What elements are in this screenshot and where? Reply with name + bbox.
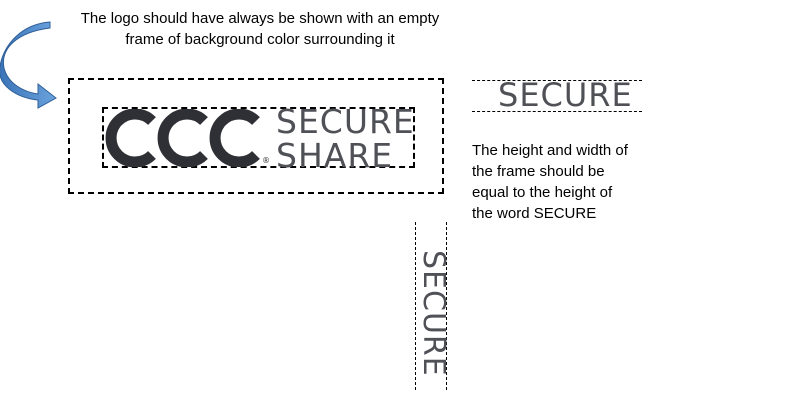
width-guide-left xyxy=(415,222,416,390)
instruction-note-top: The logo should have always be shown wit… xyxy=(80,10,440,48)
curved-arrow-icon xyxy=(0,21,57,109)
inner-logo-frame xyxy=(102,107,415,168)
secure-width-sample: SECURE xyxy=(416,250,451,377)
instruction-note-right: The height and width of the frame should… xyxy=(472,142,628,222)
logo-word-secure: SECURE xyxy=(276,102,415,141)
secure-height-sample: SECURE xyxy=(498,76,633,114)
height-guide-top xyxy=(472,80,642,81)
ccc-logo-icon: ® xyxy=(105,109,270,167)
height-guide-bottom xyxy=(472,111,642,112)
logo-word-share: SHARE xyxy=(276,136,394,175)
outer-clearspace-frame xyxy=(68,78,444,194)
registered-mark: ® xyxy=(262,156,270,165)
width-guide-right xyxy=(446,222,447,390)
